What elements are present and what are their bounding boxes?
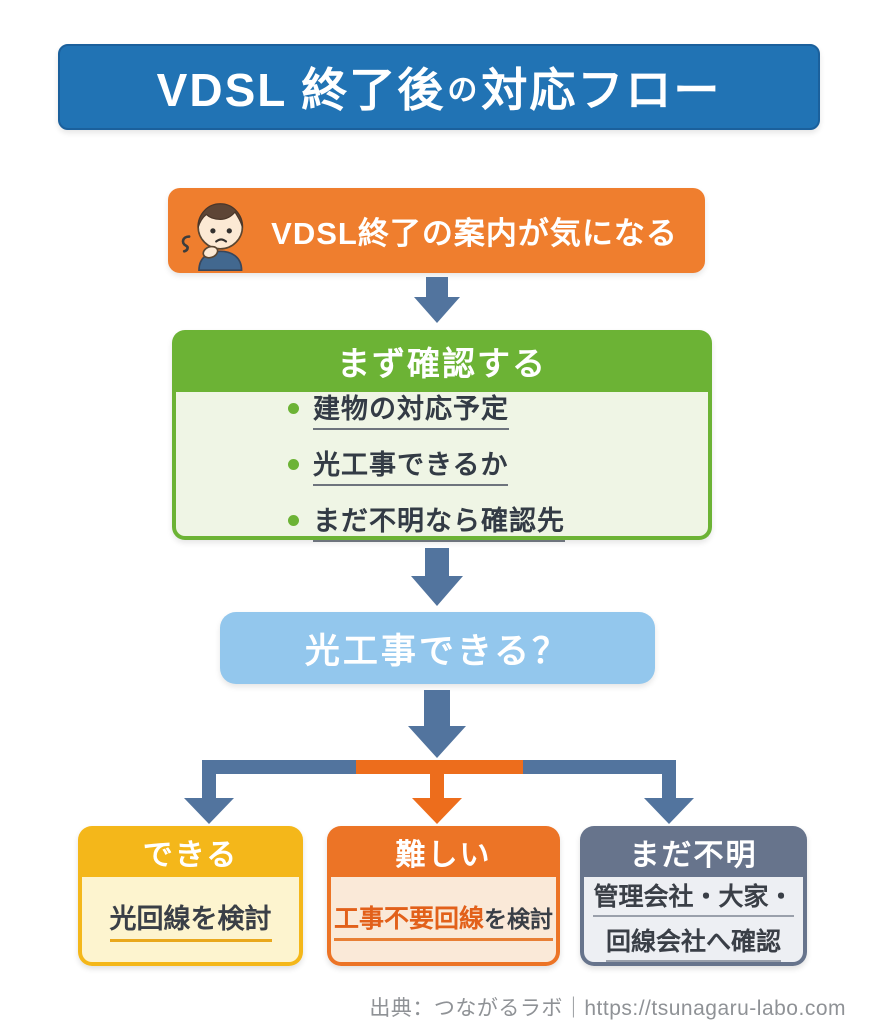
check-box-list: 建物の対応予定 光工事できるか まだ不明なら確認先 — [172, 392, 712, 542]
step-question-box: 光工事できる？ — [220, 612, 655, 684]
step-concern-box: VDSL終了の案内が気になる — [168, 188, 705, 273]
source-attribution: 出典：つながるラボ｜https://tsunagaru-labo.com — [369, 997, 846, 1020]
page-title-text-2: の — [447, 74, 480, 107]
step-concern-label: VDSL終了の案内が気になる — [271, 216, 678, 251]
page-title-text-1: VDSL 終了後 — [156, 64, 446, 116]
bullet-icon — [288, 458, 299, 470]
bullet-icon — [288, 402, 299, 414]
list-item: 建物の対応予定 — [288, 387, 708, 430]
down-arrow-icon — [408, 690, 466, 758]
page-title: VDSL 終了後の対応フロー — [58, 44, 820, 130]
result-unknown-line1: 管理会社・大家・ — [593, 877, 794, 917]
result-hard-header: 難しい — [327, 826, 560, 877]
result-hard-highlight: 工事不要回線 — [333, 904, 484, 933]
result-hard-rest: を検討 — [484, 905, 553, 932]
result-box-yes: できる 光回線を検討 — [78, 826, 303, 966]
result-hard-label: 工事不要回線を検討 — [333, 899, 553, 941]
result-yes-body: 光回線を検討 — [78, 877, 303, 966]
down-arrow-icon — [411, 548, 463, 606]
page-title-text-3: 対応フロー — [481, 64, 722, 116]
check-item-label: まだ不明なら確認先 — [313, 499, 565, 542]
result-yes-label: 光回線を検討 — [109, 897, 272, 942]
step-question-label: 光工事できる？ — [304, 631, 571, 671]
result-box-hard: 難しい 工事不要回線を検討 — [327, 826, 560, 966]
branch-connector — [184, 760, 694, 824]
result-unknown-body: 管理会社・大家・ 回線会社へ確認 — [580, 877, 807, 966]
down-arrow-icon — [414, 277, 460, 323]
result-box-unknown: まだ不明 管理会社・大家・ 回線会社へ確認 — [580, 826, 807, 966]
list-item: 光工事できるか — [288, 443, 708, 486]
check-box-title: まず確認する — [172, 330, 712, 392]
result-yes-header: できる — [78, 826, 303, 877]
worried-person-icon — [176, 189, 258, 276]
bullet-icon — [288, 514, 299, 526]
result-unknown-header: まだ不明 — [580, 826, 807, 877]
list-item: まだ不明なら確認先 — [288, 499, 708, 542]
check-item-label: 光工事できるか — [313, 443, 509, 486]
check-item-label: 建物の対応予定 — [313, 387, 509, 430]
result-unknown-line2: 回線会社へ確認 — [605, 922, 781, 962]
step-check-box: まず確認する 建物の対応予定 光工事できるか まだ不明なら確認先 — [172, 330, 712, 542]
result-hard-body: 工事不要回線を検討 — [327, 877, 560, 966]
